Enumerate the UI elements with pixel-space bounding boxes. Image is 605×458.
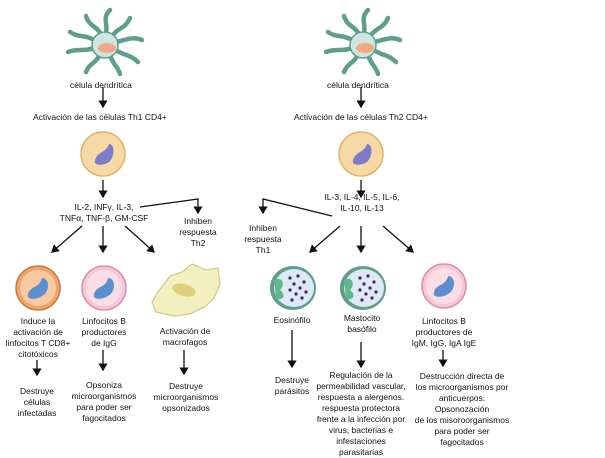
th2-cytokines: IL-3, IL-4, IL-5, IL-6, IL-10, IL-13 xyxy=(324,192,400,213)
dendritic-cell-th2-icon xyxy=(323,7,403,77)
arrow-th2-to-bcell xyxy=(382,225,414,253)
th2-mastocyte-effect: Regulación de la permeabilidad vascular,… xyxy=(316,370,406,457)
th1-bcell-effect: Opsoniza microorganismos para poder ser … xyxy=(71,380,137,423)
th1-bcell-label: Linfocitos B productores de IgG xyxy=(81,316,127,348)
connector-th1-inhibit xyxy=(139,198,203,215)
arrow-th1-to-cd8 xyxy=(51,225,83,253)
th1-cd8-effect: Destruye células infectadas xyxy=(17,386,57,418)
th2-dendritic-label: célula dendrítica xyxy=(327,80,389,90)
th1-cell-icon xyxy=(80,131,126,177)
th2-mastocyte-label: Mastocito basófilo xyxy=(343,313,381,334)
arrow-th2-to-eosinophil xyxy=(309,225,341,253)
macrophage-icon xyxy=(151,263,221,317)
b-cell-igm-ige-icon xyxy=(421,263,467,309)
th2-bcell-effect: Destrucción directa de los microorganism… xyxy=(414,371,510,447)
b-cell-igg-icon xyxy=(81,265,127,311)
eosinophil-icon xyxy=(270,266,316,310)
th1-inhibit-th2: Inhiben respuesta Th2 xyxy=(179,216,217,248)
th1-cytokines: IL-2, INFγ, IL-3, TNFα, TNF-β, GM-CSF xyxy=(59,202,149,223)
cd8-t-cell-icon xyxy=(15,265,61,311)
th2-inhibit-th1: Inhiben respuesta Th1 xyxy=(244,223,282,255)
th1-macrophage-label: Activación de macrofagos xyxy=(159,326,211,347)
th1-activation-label: Activación de las células Th1 CD4+ xyxy=(33,112,167,122)
th2-eosinophil-label: Eosinófilo xyxy=(273,315,311,325)
th2-eosinophil-effect: Destruye parásitos xyxy=(274,375,310,396)
th2-bcell-label: Linfocitos B productores de IgM, IgG, Ig… xyxy=(411,316,477,348)
connector-th2-inhibit xyxy=(258,198,333,217)
arrow-th1-to-macrophage xyxy=(124,225,155,253)
th1-cd8-label: Induce la activación de linfocitos T CD8… xyxy=(5,316,71,359)
mastocyte-basophil-icon xyxy=(340,266,386,310)
th2-cell-icon xyxy=(338,131,384,177)
dendritic-cell-th1-icon xyxy=(65,7,145,77)
th1-dendritic-label: célula dendrítica xyxy=(70,80,132,90)
th2-activation-label: Activación de las células Th2 CD4+ xyxy=(294,112,428,122)
th1-macrophage-effect: Destruye microorganismos opsonizados xyxy=(153,381,219,413)
